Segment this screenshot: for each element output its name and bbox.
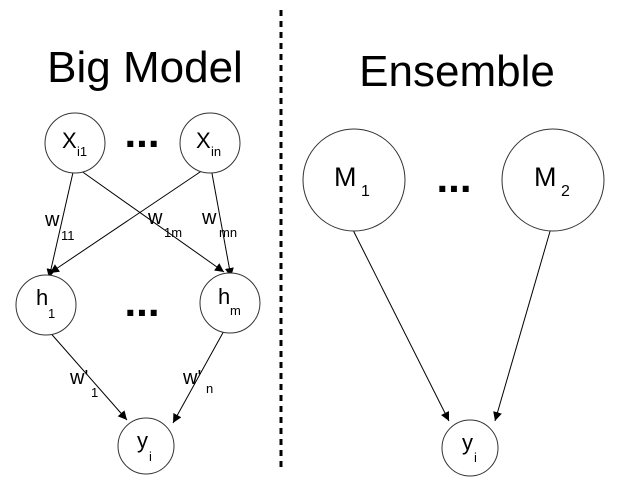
weight-wprime-1-subscript: 1: [91, 385, 98, 400]
edge-x1-h1: [46, 167, 75, 279]
node-h-1: h 1: [15, 274, 77, 336]
edge-xn-hm: [210, 167, 234, 278]
big-model-title: Big Model: [47, 43, 243, 92]
weight-w1m: w 1m: [147, 207, 182, 240]
node-x-in-label: X: [196, 128, 211, 153]
node-y-right: y i: [441, 419, 499, 477]
weight-wprime-1-label: w': [69, 367, 88, 389]
node-h-m-subscript: m: [230, 303, 241, 318]
node-y-right-subscript: i: [474, 450, 477, 465]
ellipsis-inputs: ...: [124, 109, 159, 156]
node-y-right-label: y: [462, 430, 473, 455]
node-x-i1-subscript: i1: [77, 144, 87, 159]
ensemble-title: Ensemble: [359, 47, 555, 96]
weight-w11: w 11: [44, 209, 75, 243]
edge-m1-y: [351, 227, 450, 422]
edge-xn-h1: [49, 167, 207, 274]
node-y-left-label: y: [137, 428, 148, 453]
weight-wprime-n-label: w': [182, 367, 201, 389]
node-h-m: h m: [199, 272, 261, 334]
edge-hm-y: [172, 328, 226, 424]
node-m-2: M 2: [501, 128, 605, 232]
node-m-1-label: M: [334, 162, 357, 192]
ellipsis-models: ...: [436, 154, 471, 201]
node-h-m-label: h: [218, 284, 230, 309]
node-m-2-label: M: [534, 162, 557, 192]
weight-wmn-subscript: mn: [219, 225, 237, 240]
node-x-in-subscript: in: [211, 144, 221, 159]
node-y-left-subscript: i: [149, 449, 152, 464]
node-h-1-subscript: 1: [48, 306, 55, 321]
weight-w1m-subscript: 1m: [164, 225, 182, 240]
weight-wprime-n-subscript: n: [206, 381, 213, 396]
weight-w11-subscript: 11: [61, 228, 75, 243]
node-m-1-subscript: 1: [361, 183, 370, 200]
node-x-in: X in: [179, 112, 241, 174]
node-h-1-label: h: [36, 285, 48, 310]
weight-wprime-1: w' 1: [69, 367, 98, 400]
node-m-2-subscript: 2: [561, 183, 570, 200]
weight-w1m-label: w: [147, 207, 163, 229]
node-y-left: y i: [117, 417, 175, 475]
weight-wmn: w mn: [201, 207, 237, 240]
edge-h1-y: [46, 328, 128, 421]
weight-wmn-label: w: [201, 207, 217, 229]
node-m-1: M 1: [302, 128, 406, 232]
edge-m2-y: [493, 227, 552, 422]
edge-x1-hm: [76, 167, 225, 273]
node-x-i1-label: X: [62, 128, 77, 153]
weight-wprime-n: w' n: [182, 367, 213, 396]
node-x-i1: X i1: [44, 112, 106, 174]
weight-w11-label: w: [44, 209, 60, 231]
ellipsis-hidden: ...: [124, 278, 159, 325]
